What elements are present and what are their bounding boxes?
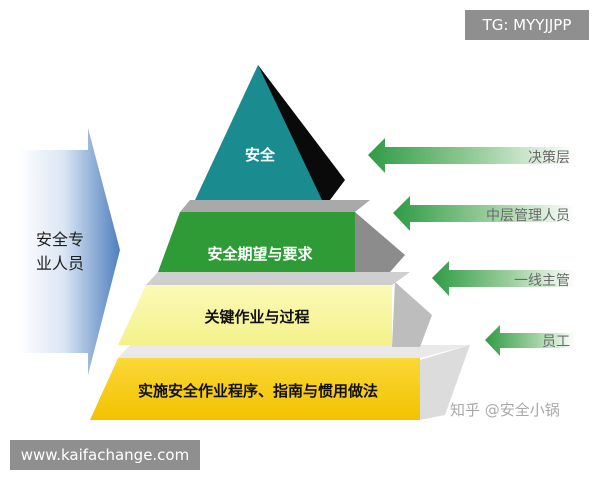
level3-side-face bbox=[392, 282, 432, 347]
level2-front-face bbox=[158, 212, 355, 272]
left-arrow-label-line1: 安全专 bbox=[36, 230, 84, 249]
left-arrow: 安全专 业人员 bbox=[18, 128, 120, 375]
right-arrow-1-shape bbox=[368, 138, 575, 173]
watermark: 知乎 @安全小锅 bbox=[450, 401, 560, 419]
base-side-face bbox=[420, 345, 470, 420]
right-arrow-2-shape bbox=[393, 196, 575, 231]
right-arrow-2-label: 中层管理人员 bbox=[486, 208, 570, 224]
level3-label: 关键作业与过程 bbox=[204, 308, 309, 326]
left-arrow-shape bbox=[18, 128, 120, 375]
pyramid-level-2: 安全期望与要求 bbox=[158, 200, 405, 272]
site-overlay-tag: www.kaifachange.com bbox=[10, 440, 200, 470]
right-arrow-employee: 员工 bbox=[485, 325, 575, 356]
level2-top-face bbox=[180, 200, 370, 212]
apex-label: 安全 bbox=[245, 146, 276, 164]
pyramid-level-base: 实施安全作业程序、指南与惯用做法 bbox=[90, 345, 470, 420]
left-arrow-label-line2: 业人员 bbox=[36, 254, 84, 273]
right-arrow-frontline: 一线主管 bbox=[432, 261, 575, 296]
apex-shadow bbox=[258, 65, 345, 200]
base-label: 实施安全作业程序、指南与惯用做法 bbox=[138, 382, 378, 400]
right-arrow-1-label: 决策层 bbox=[528, 149, 570, 166]
right-arrow-4-shape bbox=[485, 325, 575, 356]
base-front-face bbox=[90, 358, 420, 420]
right-arrow-middle-mgmt: 中层管理人员 bbox=[393, 196, 575, 231]
level2-side-face bbox=[355, 212, 405, 272]
right-arrow-decision: 决策层 bbox=[368, 138, 575, 173]
tg-overlay-tag: TG: MYYJJPP bbox=[465, 10, 589, 40]
right-arrow-3-shape bbox=[432, 261, 575, 296]
level3-front-face bbox=[118, 285, 392, 345]
right-arrow-4-label: 员工 bbox=[542, 334, 570, 350]
pyramid-level-3: 关键作业与过程 bbox=[118, 272, 432, 347]
right-arrow-3-label: 一线主管 bbox=[514, 273, 570, 289]
pyramid-apex: 安全 bbox=[195, 65, 345, 200]
level3-top-face bbox=[146, 272, 410, 285]
base-top-face bbox=[118, 345, 470, 358]
apex-face bbox=[195, 65, 322, 200]
level2-label: 安全期望与要求 bbox=[207, 245, 313, 263]
